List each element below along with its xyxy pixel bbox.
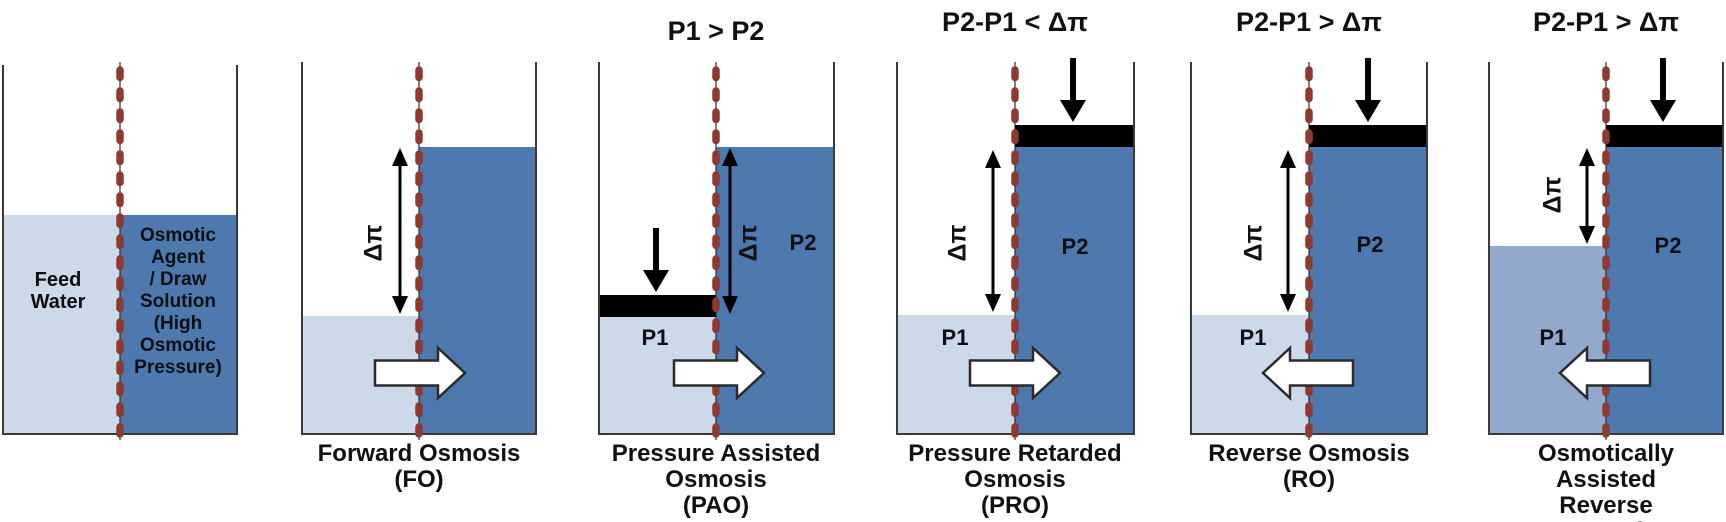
pressure-down-arrow-icon: [1060, 58, 1086, 122]
ro-caption: Reverse Osmosis (RO): [1208, 440, 1410, 493]
fo-caption: Forward Osmosis (FO): [317, 440, 521, 493]
draw-solution-label: Osmotic Agent / Draw Solution (High Osmo…: [134, 225, 222, 378]
pro-caption: Pressure Retarded Osmosis (PRO): [908, 440, 1122, 519]
fo-delta-pi-label: Δπ: [359, 224, 388, 262]
water-flux-left-arrow-icon: [1558, 345, 1652, 401]
water-flux-left-arrow-icon: [1261, 345, 1355, 401]
pao-piston-bar: [600, 295, 716, 317]
pressure-down-arrow-icon: [1355, 58, 1381, 122]
pro-piston-bar: [1015, 125, 1133, 147]
osmotic-pressure-double-arrow-icon: [1280, 150, 1296, 312]
pao-p1-label: P1: [641, 325, 669, 350]
ro-p2-label: P2: [1356, 232, 1384, 257]
pressure-down-arrow-icon: [643, 228, 669, 292]
osmotic-pressure-double-arrow-icon: [985, 150, 1001, 312]
oaro-p1-label: P1: [1539, 325, 1567, 350]
ro-delta-pi-label: Δπ: [1239, 224, 1268, 262]
oaro-caption: Osmotically Assisted Reverse Osmosis (OA…: [1537, 440, 1675, 522]
oaro-feed-liquid: [1490, 246, 1606, 433]
osmotic-pressure-double-arrow-icon: [392, 148, 408, 314]
pro-delta-pi-label: Δπ: [943, 224, 972, 262]
ro-piston-bar: [1309, 125, 1426, 147]
pao-condition-title: P1 > P2: [667, 16, 765, 46]
draw-solution-liquid: [120, 215, 236, 433]
feed-water-label: Feed Water: [30, 269, 86, 313]
membrane-dashed-line: [116, 62, 124, 440]
water-flux-right-arrow-icon: [672, 345, 766, 401]
pao-delta-pi-label: Δπ: [734, 224, 763, 262]
feed-water-liquid: [4, 215, 120, 433]
pao-caption: Pressure Assisted Osmosis (PAO): [611, 440, 821, 519]
ro-p1-label: P1: [1239, 325, 1267, 350]
water-flux-right-arrow-icon: [373, 345, 467, 401]
oaro-piston-bar: [1606, 125, 1722, 147]
oaro-p2-label: P2: [1654, 233, 1682, 258]
pro-p1-label: P1: [941, 325, 969, 350]
oaro-delta-pi-label: Δπ: [1538, 176, 1567, 214]
pro-condition-title: P2-P1 < Δπ: [942, 7, 1088, 37]
pao-p2-label: P2: [789, 230, 817, 255]
oaro-condition-title: P2-P1 > Δπ: [1533, 7, 1679, 37]
osmotic-pressure-double-arrow-icon: [1579, 148, 1595, 244]
osmotic-pressure-double-arrow-icon: [722, 148, 738, 314]
ro-condition-title: P2-P1 > Δπ: [1236, 7, 1382, 37]
pro-p2-label: P2: [1061, 234, 1089, 259]
water-flux-right-arrow-icon: [968, 345, 1062, 401]
pressure-down-arrow-icon: [1650, 58, 1676, 122]
